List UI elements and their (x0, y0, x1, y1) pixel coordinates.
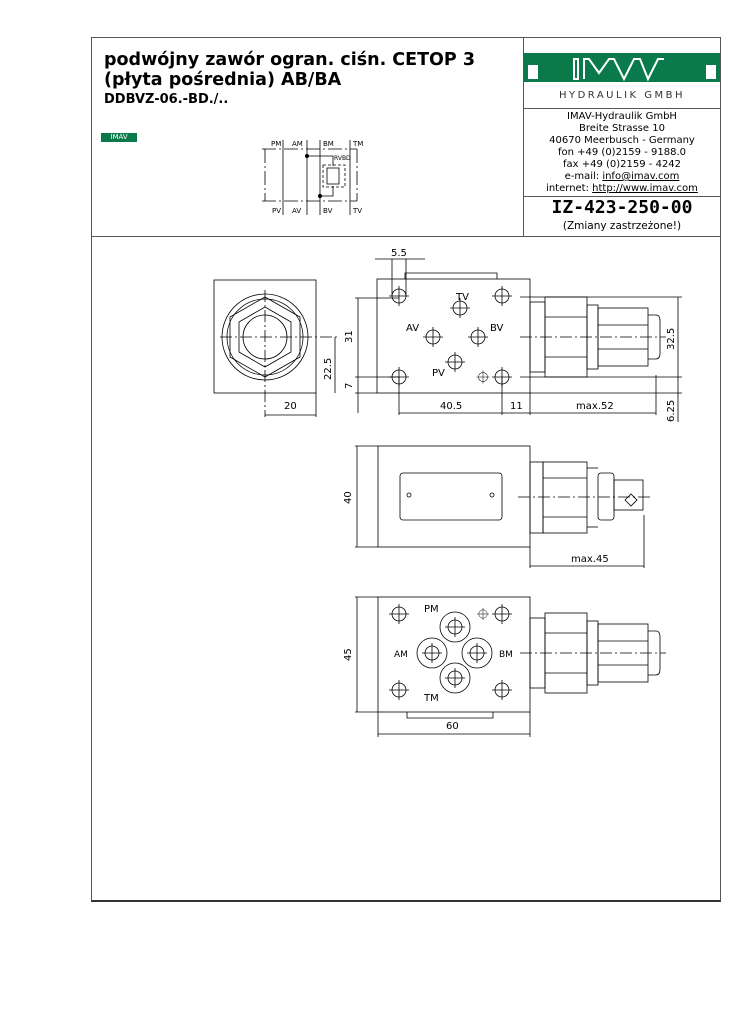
port-label-pv: PV (432, 368, 445, 379)
dim-5-5: 5.5 (391, 248, 407, 259)
dim-max-52: max.52 (576, 401, 614, 412)
title-line-1: podwójny zawór ogran. ciśn. CETOP 3 (104, 50, 476, 70)
company-address: IMAV-Hydraulik GmbH Breite Strasse 10 40… (524, 111, 720, 195)
port-label-av: AV (406, 323, 419, 334)
company-phone: fon +49 (0)2159 - 9188.0 (557, 147, 686, 158)
port-label-tm: TM (352, 140, 363, 148)
web-link[interactable]: http://www.imav.com (592, 183, 698, 194)
port-label-pv: PV (272, 207, 281, 215)
top-view-drawing: 40 max.45 (343, 445, 652, 568)
dim-40-5: 40.5 (440, 401, 462, 412)
dim-7: 7 (344, 383, 355, 389)
title-line-2: (płyta pośrednia) AB/BA (104, 70, 342, 90)
web-label: internet: (546, 183, 593, 194)
company-street: Breite Strasse 10 (579, 123, 665, 134)
dim-60: 60 (446, 721, 459, 732)
page-title: podwójny zawór ogran. ciśn. CETOP 3 (pły… (104, 50, 475, 90)
company-name: IMAV-Hydraulik GmbH (567, 111, 677, 122)
port-label-am: AM (292, 140, 303, 148)
front-view-drawing: TV AV BV PV 5.5 20 40.5 11 max.52 31 7 2… (213, 248, 682, 422)
port-label-bm: BM (499, 650, 513, 660)
dim-6-25: 6.25 (666, 400, 677, 422)
dim-32-5: 32.5 (666, 328, 677, 350)
header-divider (91, 236, 721, 237)
email-link[interactable]: info@imav.com (602, 171, 680, 182)
port-label-av: AV (292, 207, 301, 215)
dim-31: 31 (344, 330, 355, 343)
port-label-bm: BM (323, 140, 334, 148)
port-label-tv: TV (455, 292, 469, 303)
email-label: e-mail: (564, 171, 603, 182)
drawing-frame (91, 37, 721, 902)
document-number: IZ-423-250-00 (551, 197, 693, 218)
dim-45: 45 (343, 648, 354, 661)
dim-max-45: max.45 (571, 554, 609, 565)
small-logo: IMAV (101, 133, 137, 142)
dim-11: 11 (510, 401, 523, 412)
dim-20: 20 (284, 401, 297, 412)
dim-22-5: 22.5 (323, 358, 334, 380)
port-label-pm: PM (424, 604, 439, 615)
divider (524, 196, 720, 197)
hydraulic-schematic: PM AM BM TM PV AV BV TV RVBD (262, 140, 363, 215)
dim-40: 40 (343, 491, 354, 504)
header-vertical-divider (523, 37, 524, 237)
divider (524, 108, 720, 109)
bottom-view-drawing: PM AM BM TM 45 60 (343, 596, 667, 737)
valve-label: RVBD (334, 155, 351, 162)
port-label-tm: TM (423, 693, 439, 704)
port-label-bv: BV (490, 323, 504, 334)
company-fax: fax +49 (0)2159 - 4242 (562, 159, 682, 170)
port-label-bv: BV (323, 207, 333, 215)
port-label-pm: PM (271, 140, 281, 148)
port-label-am: AM (394, 650, 408, 660)
logo-subtitle: HYDRAULIK GMBH (559, 90, 685, 101)
port-label-tv: TV (352, 207, 362, 215)
company-city: 40670 Meerbusch - Germany (549, 135, 695, 146)
document-note: (Zmiany zastrzeżone!) (562, 220, 682, 232)
company-logo: HYDRAULIK GMBH (524, 53, 720, 101)
model-code: DDBVZ-06.-BD./.. (104, 92, 229, 107)
